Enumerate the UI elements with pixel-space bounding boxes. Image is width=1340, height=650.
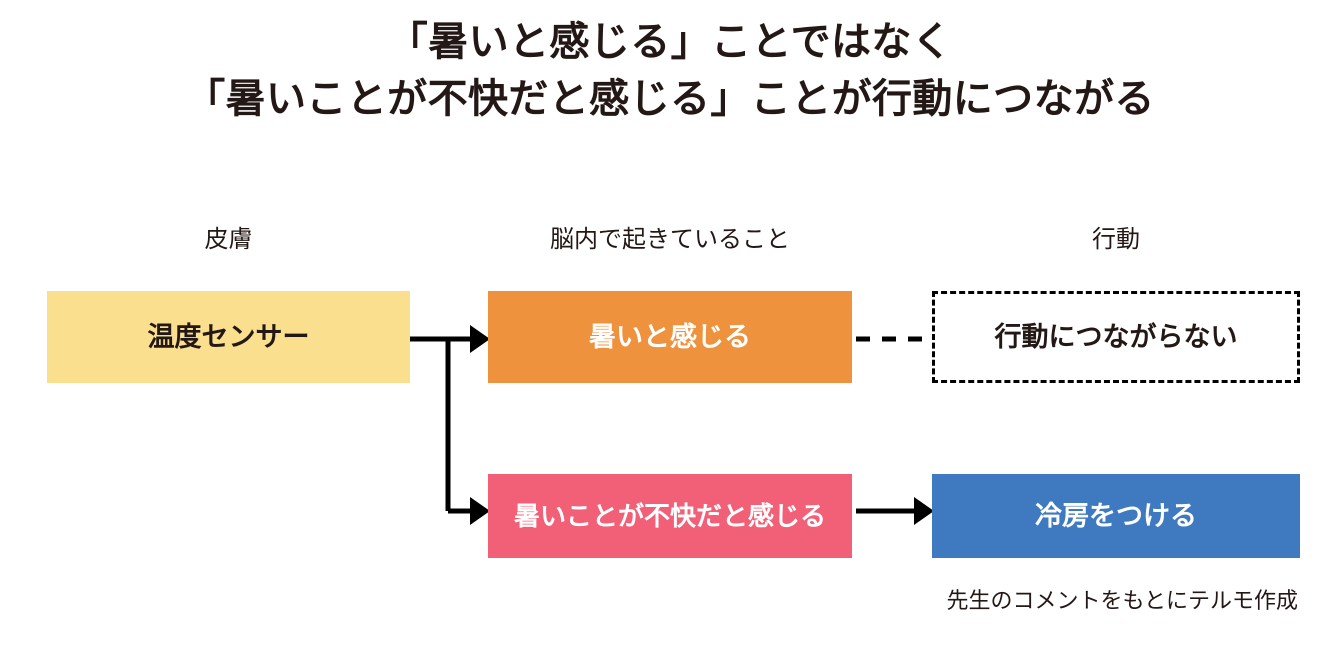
column-header-skin: 皮膚 [204,226,253,253]
page-title-line-1: 「暑いと感じる」ことではなく [387,20,953,64]
column-header-brain: 脳内で起きていること [550,226,790,253]
box-feel-unpleasant[interactable]: 暑いことが不快だと感じる [488,474,852,558]
box-no-action[interactable]: 行動につながらない [932,291,1300,383]
arrowhead-into-feel-hot [470,325,490,353]
box-temperature-sensor[interactable]: 温度センサー [47,291,410,383]
box-feel-hot[interactable]: 暑いと感じる [488,291,852,383]
box-turn-on-aircon[interactable]: 冷房をつける [932,474,1300,558]
arrowhead-into-feel-unpleasant [470,497,490,525]
arrowhead-into-aircon [914,497,934,525]
page-title: 「暑いと感じる」ことではなく 「暑いことが不快だと感じる」ことが行動につながる [0,14,1340,128]
page-title-line-2: 「暑いことが不快だと感じる」ことが行動につながる [185,76,1155,121]
credit-note: 先生のコメントをもとにテルモ作成 [946,588,1298,613]
column-header-action: 行動 [1092,226,1140,253]
